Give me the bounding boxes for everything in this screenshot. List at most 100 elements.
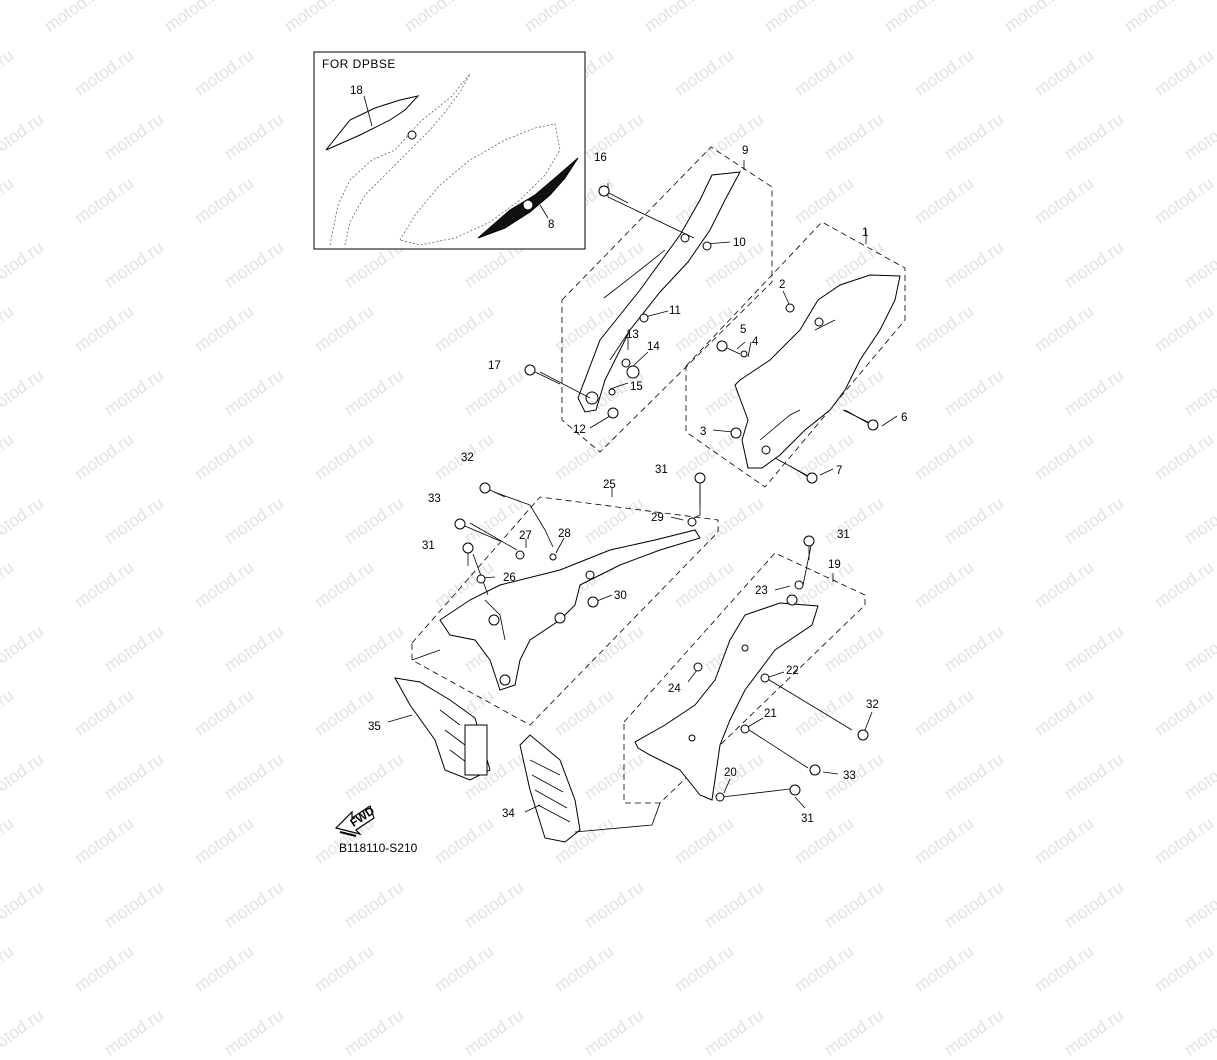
watermark-text: motod.ru (701, 1005, 768, 1060)
watermark-text: motod.ru (71, 941, 138, 996)
watermark-text: motod.ru (1151, 941, 1217, 996)
bolt-31-left (462, 542, 474, 566)
callout-21: 21 (764, 708, 777, 720)
callout-10: 10 (733, 237, 746, 249)
washer-22 (760, 673, 770, 683)
callout-14: 14 (647, 341, 660, 353)
grommet-3 (730, 427, 742, 439)
part-35-guard (394, 677, 491, 781)
callout-30: 30 (614, 590, 627, 602)
callout-34: 34 (502, 808, 515, 820)
bolt-32-upper (479, 482, 506, 498)
watermark-text: motod.ru (1061, 1005, 1128, 1060)
watermark-text: motod.ru (581, 1005, 648, 1060)
callout-31-top: 31 (655, 464, 668, 476)
leader-lines (363, 95, 898, 833)
washer-12 (607, 407, 619, 419)
watermark-text: motod.ru (221, 1005, 288, 1060)
callout-3: 3 (700, 426, 706, 438)
callout-25: 25 (603, 479, 616, 491)
bolt-31-bottom (789, 784, 801, 796)
callout-27: 27 (519, 530, 532, 542)
grommet-30 (587, 596, 599, 608)
callout-31-bottom: 31 (801, 813, 814, 825)
grommet-26 (476, 574, 486, 584)
washer-23 (794, 580, 804, 590)
callout-9: 9 (742, 145, 748, 157)
watermark-text: motod.ru (311, 941, 378, 996)
decal-8 (477, 157, 579, 239)
watermark-text: motod.ru (0, 1005, 48, 1060)
nut-10 (702, 241, 712, 251)
nut-2 (785, 303, 795, 313)
part-19-side-cover (634, 594, 819, 801)
callout-13: 13 (626, 329, 639, 341)
callout-32-lower: 32 (866, 699, 879, 711)
callout-17: 17 (488, 360, 501, 372)
callout-33-upper: 33 (428, 493, 441, 505)
callout-31-left: 31 (422, 540, 435, 552)
bolt-16 (598, 185, 629, 204)
callout-32-upper: 32 (461, 452, 474, 464)
callout-18: 18 (350, 85, 363, 97)
callout-16: 16 (594, 152, 607, 164)
callout-24: 24 (668, 683, 681, 695)
watermark-text: motod.ru (1181, 1005, 1217, 1060)
bolt-31-right (803, 535, 815, 560)
callout-4: 4 (752, 336, 759, 348)
washer-13 (621, 358, 631, 368)
callout-20: 20 (724, 767, 737, 779)
bolt-6 (844, 409, 879, 431)
callout-5: 5 (740, 324, 746, 336)
diagram-code: B118110-S210 (339, 841, 418, 855)
watermark-text: motod.ru (461, 1005, 528, 1060)
watermark-text: motod.ru (671, 941, 738, 996)
grommet-14 (626, 365, 640, 379)
washer-15 (608, 388, 616, 396)
part-25-bracket (439, 529, 701, 691)
watermark-text: motod.ru (551, 941, 618, 996)
nut-24 (693, 662, 703, 672)
callout-8: 8 (548, 219, 554, 231)
group-19-outline (623, 552, 866, 804)
callout-2: 2 (779, 279, 785, 291)
group-9-outline (561, 146, 773, 453)
exploded-parts-diagram: FOR DPBSE (313, 51, 907, 855)
watermark-text: motod.ru (791, 941, 858, 996)
watermark-text: motod.ru (1031, 941, 1098, 996)
callout-15: 15 (630, 381, 643, 393)
watermark-text: motod.ru (941, 1005, 1008, 1060)
callout-6: 6 (901, 412, 907, 424)
callout-35: 35 (368, 721, 381, 733)
bolt-5 (716, 340, 741, 355)
group-1-outline (685, 221, 906, 488)
callout-26: 26 (503, 572, 516, 584)
part-9-bracket (577, 171, 741, 413)
callout-28: 28 (558, 528, 571, 540)
bolt-33-lower (809, 764, 821, 776)
washer-21 (740, 724, 750, 734)
inset-dpbse: FOR DPBSE (313, 51, 586, 250)
washer-29 (687, 517, 697, 527)
nut-27 (515, 550, 525, 560)
callout-33-lower: 33 (843, 770, 856, 782)
group-25-outline (411, 496, 719, 726)
bolt-17 (524, 364, 561, 385)
watermark-text: motod.ru (821, 1005, 888, 1060)
watermark-text: motod.ru (341, 1005, 408, 1060)
bolt-32-lower (857, 729, 869, 741)
bolt-7 (789, 465, 818, 484)
callout-1: 1 (862, 227, 868, 239)
watermark-text: motod.ru (431, 941, 498, 996)
callouts: 1 2 3 4 5 6 7 8 9 10 11 12 13 14 15 16 1… (350, 85, 907, 825)
bolt-33-upper (454, 518, 501, 542)
grommet-20 (715, 792, 725, 802)
watermark-text: motod.ru (191, 941, 258, 996)
fwd-arrow-icon: FWD (334, 805, 377, 837)
watermark-text: motod.ru (0, 941, 18, 996)
part-34-guard (519, 734, 581, 843)
washer-28 (549, 553, 557, 561)
callout-11: 11 (669, 305, 681, 317)
callout-19: 19 (828, 559, 841, 571)
callout-12: 12 (573, 424, 586, 436)
